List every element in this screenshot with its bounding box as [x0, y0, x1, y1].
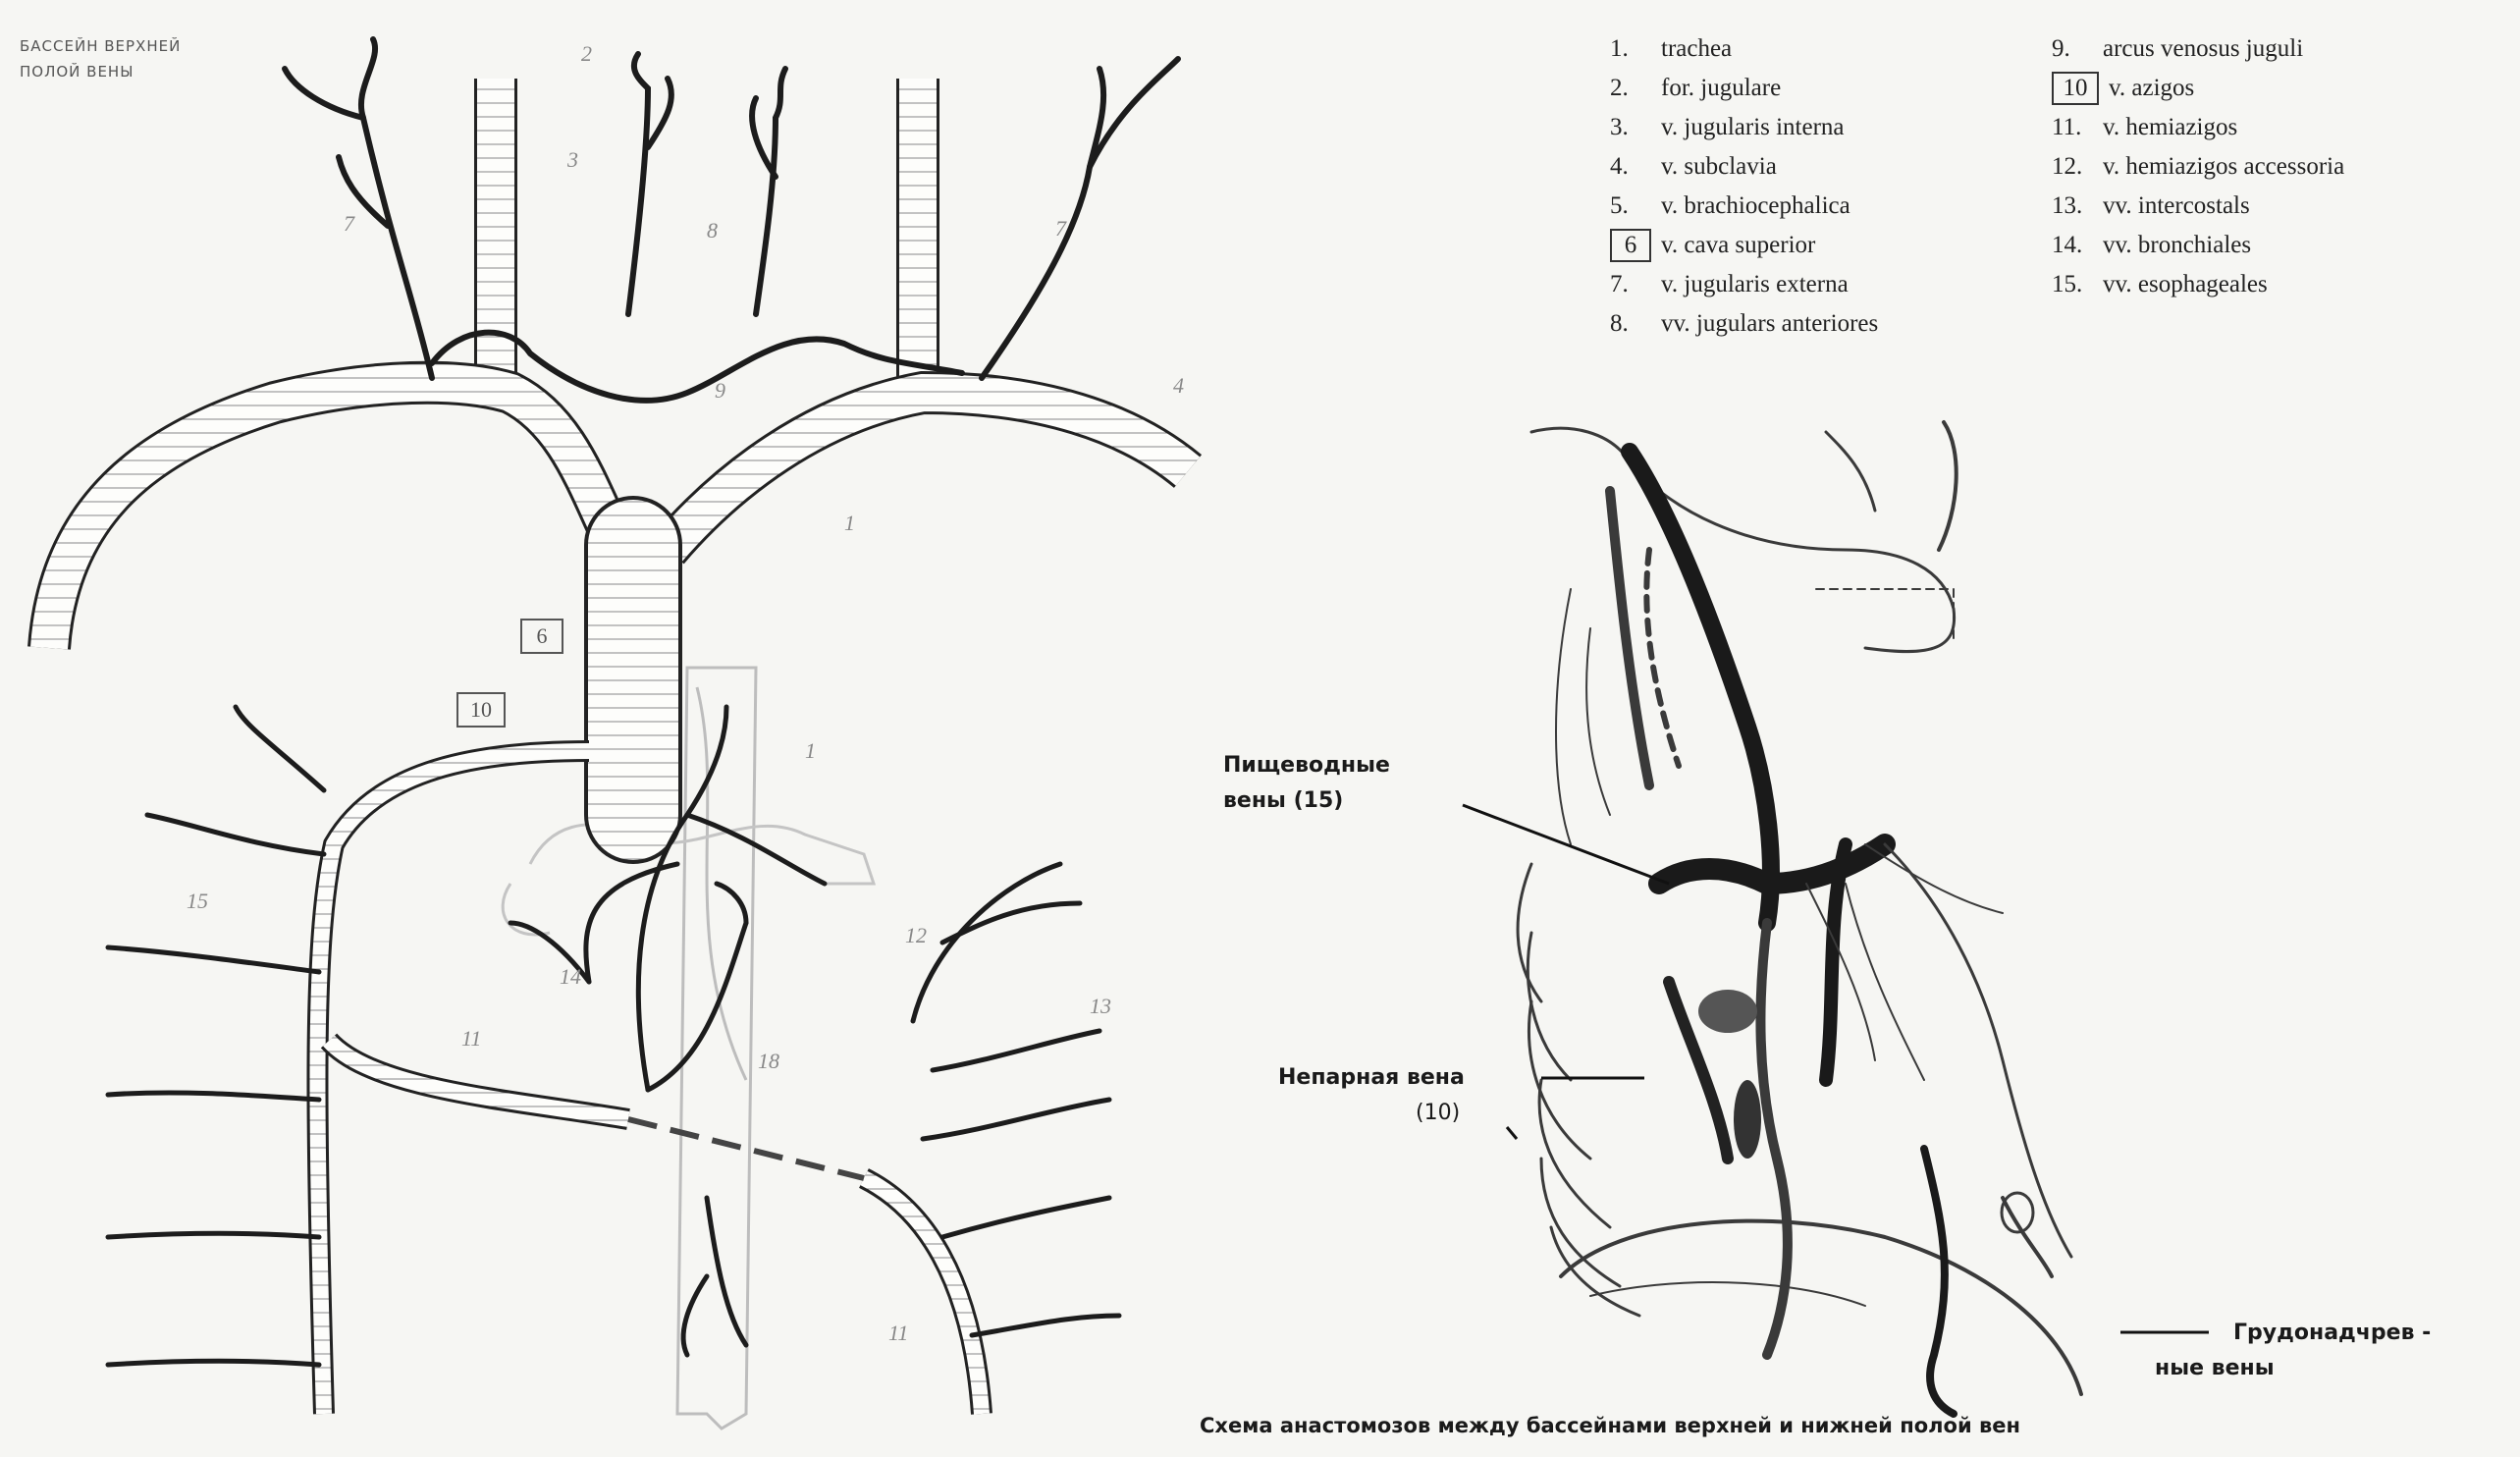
jugular-branches [285, 39, 1178, 401]
venous-schematic-diagram [0, 0, 1217, 1457]
legend-num: 1. [1610, 29, 1661, 69]
legend-num: 13. [2052, 187, 2103, 226]
legend-text: v. jugularis externa [1661, 265, 1849, 304]
legend-row-3: 3.v. jugularis interna [1610, 108, 1878, 147]
azygos-vein-callout: Непарная вена (10) [1278, 1060, 1465, 1131]
label-2: 2 [581, 41, 592, 67]
legend-row-1: 1.trachea [1610, 29, 1878, 69]
legend-row-11: 11.v. hemiazigos [2052, 108, 2344, 147]
legend-text: v. hemiazigos [2103, 108, 2237, 147]
legend-num: 8. [1610, 304, 1661, 344]
hemiazygos-vein [329, 1041, 982, 1414]
label-6-boxed: 6 [520, 619, 563, 654]
legend-text: vv. jugulars anteriores [1661, 304, 1878, 344]
legend-num: 3. [1610, 108, 1661, 147]
azygos-vein-line1: Непарная вена [1278, 1060, 1465, 1096]
label-11: 11 [461, 1026, 481, 1052]
legend-row-12: 12.v. hemiazigos accessoria [2052, 147, 2344, 187]
legend-row-14: 14.vv. bronchiales [2052, 226, 2344, 265]
label-11b: 11 [888, 1321, 908, 1346]
legend-num: 7. [1610, 265, 1661, 304]
label-15: 15 [187, 889, 208, 914]
esophageal-veins-line1: Пищеводные [1223, 748, 1390, 783]
legend-text: trachea [1661, 29, 1732, 69]
label-10-boxed: 10 [456, 692, 506, 728]
legend-row-5: 5.v. brachiocephalica [1610, 187, 1878, 226]
azygos-vein-line2: (10) [1278, 1096, 1465, 1131]
label-9: 9 [715, 378, 725, 404]
legend-row-4: 4.v. subclavia [1610, 147, 1878, 187]
legend-text: v. azigos [2109, 69, 2194, 108]
label-7a: 7 [344, 211, 354, 237]
legend-row-2: 2.for. jugulare [1610, 69, 1878, 108]
thoracoepigastric-line2: ные вены [2155, 1351, 2431, 1386]
legend-num: 4. [1610, 147, 1661, 187]
legend-left-column: 1.trachea 2.for. jugulare 3.v. jugularis… [1610, 29, 1878, 344]
thoracoepigastric-line1: Грудонадчрев - [2233, 1316, 2431, 1351]
legend-text: v. jugularis interna [1661, 108, 1845, 147]
legend-text: vv. esophageales [2103, 265, 2268, 304]
legend-num: 2. [1610, 69, 1661, 108]
legend-text: v. cava superior [1661, 226, 1815, 265]
label-8: 8 [707, 218, 718, 243]
label-18: 18 [758, 1049, 779, 1074]
label-12: 12 [905, 923, 927, 948]
thoracoepigastric-veins-callout: Грудонадчрев - ные вены [2233, 1316, 2431, 1386]
label-3: 3 [567, 147, 578, 173]
legend-num: 11. [2052, 108, 2103, 147]
legend-num-boxed: 6 [1610, 229, 1651, 262]
label-4: 4 [1173, 373, 1184, 399]
legend-text: arcus venosus juguli [2103, 29, 2303, 69]
legend-text: v. brachiocephalica [1661, 187, 1850, 226]
label-1b: 1 [805, 738, 816, 764]
legend-row-15: 15.vv. esophageales [2052, 265, 2344, 304]
legend-row-7: 7.v. jugularis externa [1610, 265, 1878, 304]
legend-right-column: 9.arcus venosus juguli 10 v. azigos 11.v.… [2052, 29, 2344, 304]
esophageal-veins-callout: Пищеводные вены (15) [1223, 748, 1390, 819]
label-1: 1 [844, 511, 855, 536]
legend-row-10: 10 v. azigos [2052, 69, 2344, 108]
legend-num: 14. [2052, 226, 2103, 265]
legend-text: v. hemiazigos accessoria [2103, 147, 2344, 187]
legend-text: vv. bronchiales [2103, 226, 2251, 265]
legend-num: 12. [2052, 147, 2103, 187]
legend-num: 15. [2052, 265, 2103, 304]
esophageal-veins-line2: вены (15) [1223, 783, 1390, 819]
legend-num-boxed: 10 [2052, 72, 2099, 105]
label-14: 14 [560, 964, 581, 990]
legend-text: for. jugulare [1661, 69, 1781, 108]
label-7b: 7 [1055, 216, 1066, 242]
legend-num: 5. [1610, 187, 1661, 226]
label-13: 13 [1090, 994, 1111, 1019]
legend-text: vv. intercostals [2103, 187, 2250, 226]
legend-row-9: 9.arcus venosus juguli [2052, 29, 2344, 69]
legend-row-13: 13.vv. intercostals [2052, 187, 2344, 226]
legend-num: 9. [2052, 29, 2103, 69]
brachiocephalic-system [49, 383, 1188, 815]
legend-text: v. subclavia [1661, 147, 1777, 187]
figure-caption: Схема анастомозов между бассейнами верхн… [1200, 1414, 2020, 1437]
legend-row-6: 6 v. cava superior [1610, 226, 1878, 265]
legend-row-8: 8.vv. jugulars anteriores [1610, 304, 1878, 344]
